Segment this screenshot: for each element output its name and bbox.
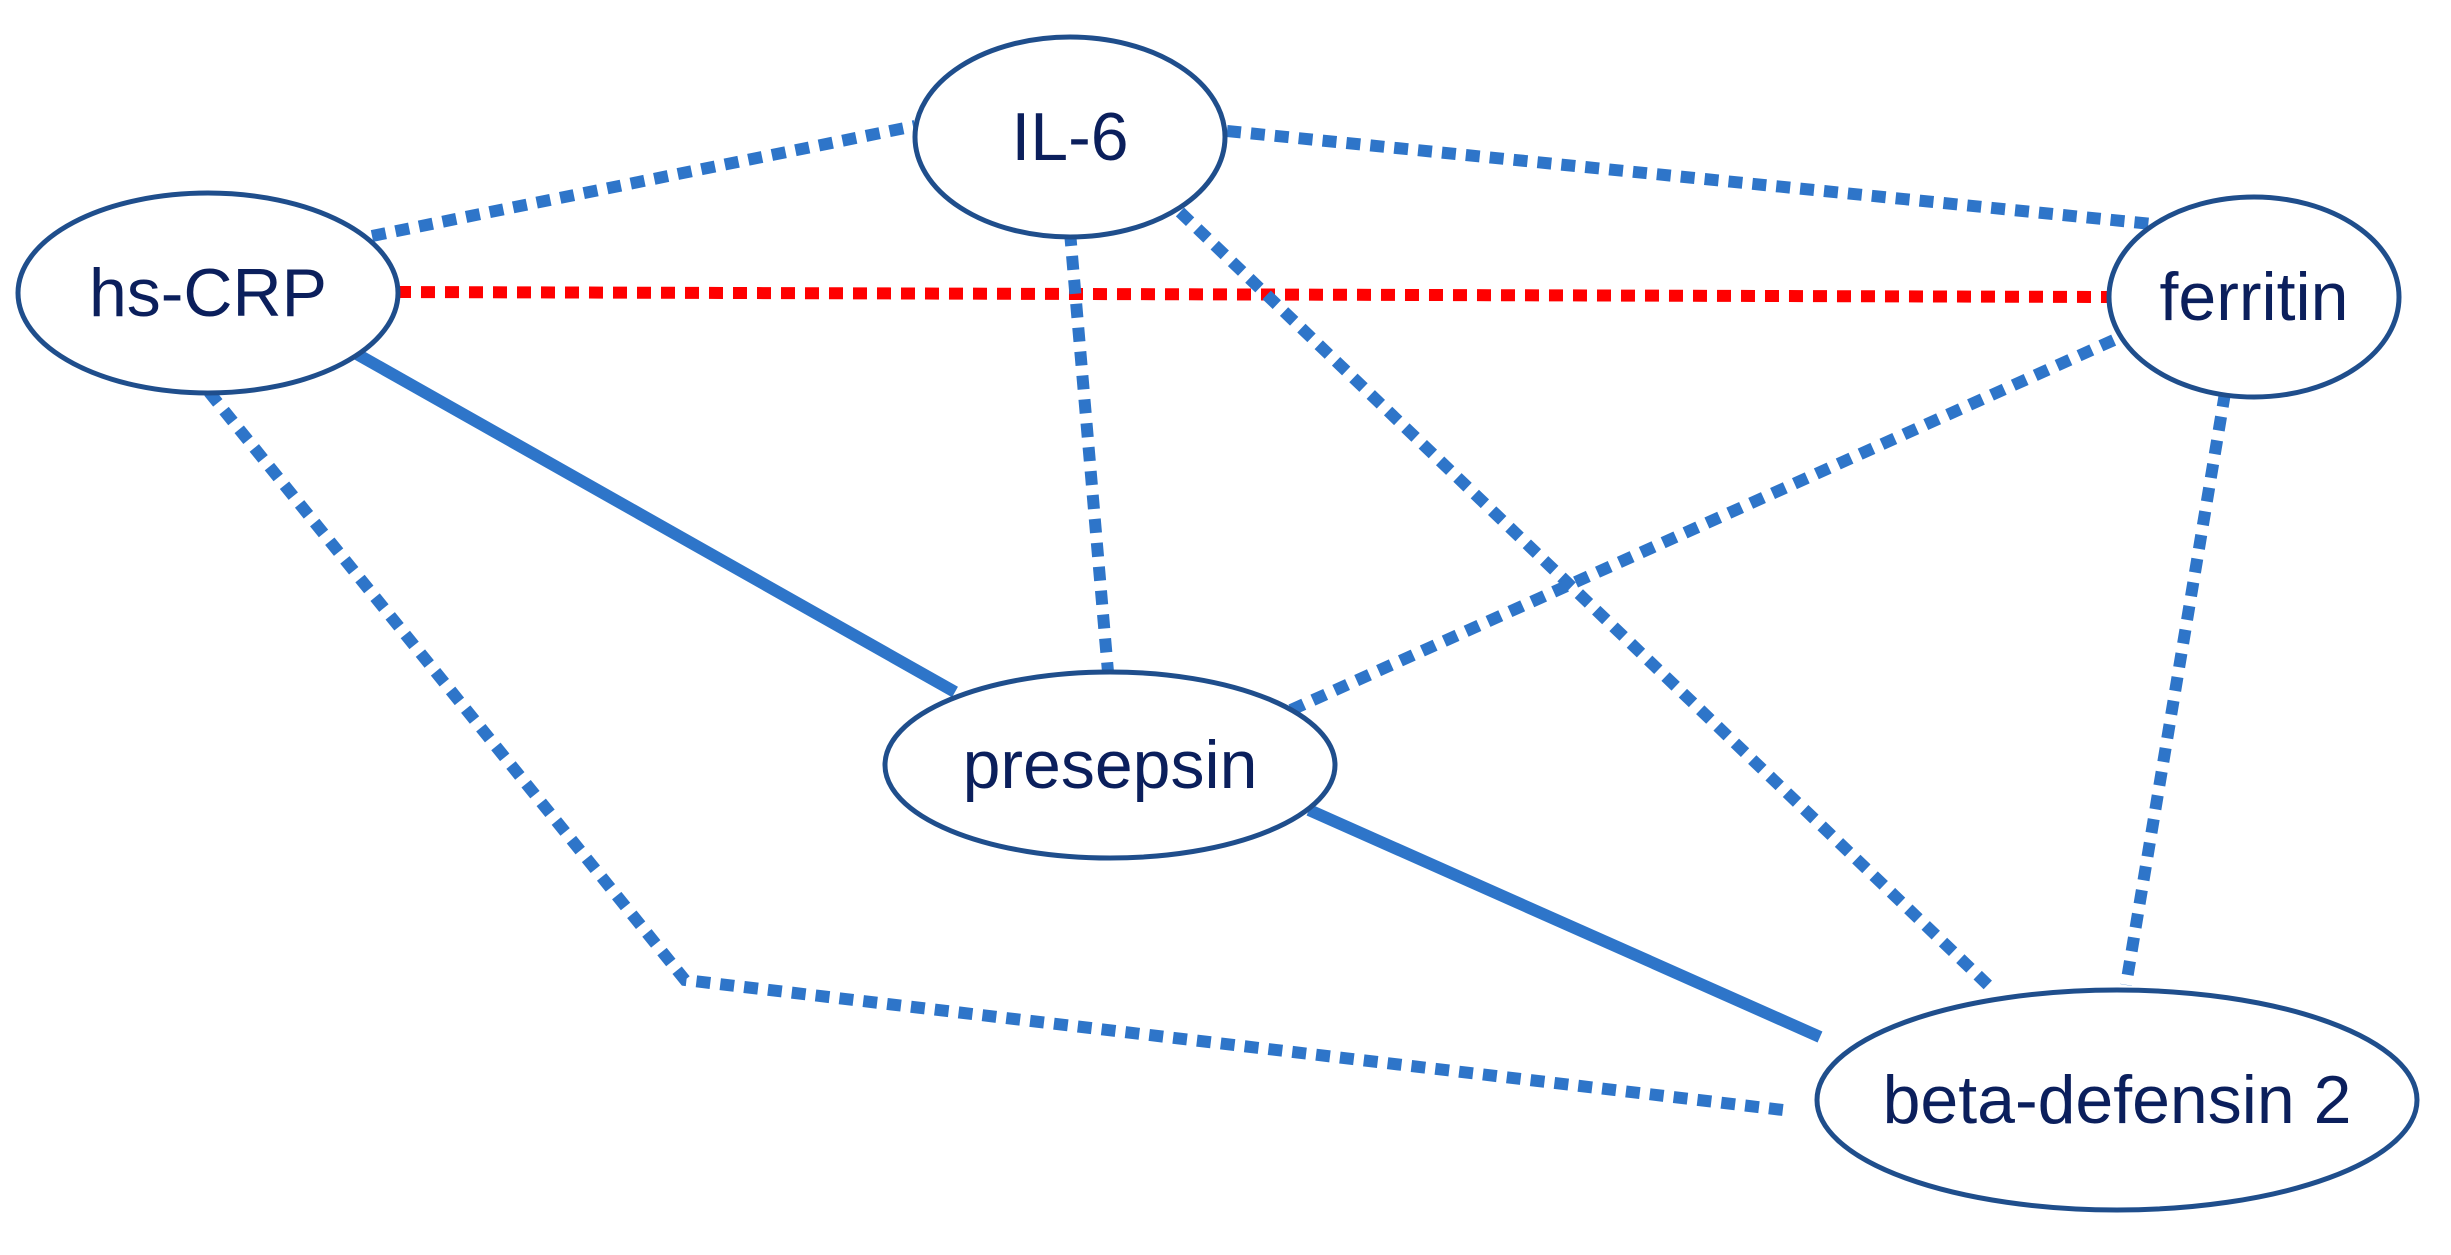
node-bd2-label: beta-defensin 2 [1883, 1062, 2352, 1138]
node-presepsin-ellipse [882, 669, 1338, 861]
edge-il6-ferritin [1226, 125, 2153, 230]
edge-presepsin-bd2 [1306, 804, 1823, 1043]
nodes-layer: IL-6 hs-CRP ferritin presepsin beta-defensin… [15, 34, 2420, 1213]
edge-hscrp-ferritin [396, 286, 2113, 303]
node-ferritin-ellipse [2106, 194, 2402, 400]
node-hscrp-label: hs-CRP [89, 255, 327, 331]
edge-hscrp-presepsin [352, 347, 958, 698]
node-bd2: beta-defensin 2 [1814, 987, 2420, 1213]
node-hscrp: hs-CRP [15, 190, 401, 396]
node-hscrp-ellipse [15, 190, 401, 396]
node-il6-ellipse [912, 34, 1228, 240]
node-presepsin-label: presepsin [963, 727, 1258, 803]
node-ferritin: ferritin [2106, 194, 2402, 400]
node-ferritin-label: ferritin [2160, 259, 2349, 335]
edges-layer [204, 120, 2231, 1116]
node-il6: IL-6 [912, 34, 1228, 240]
node-bd2-ellipse [1814, 987, 2420, 1213]
edge-hscrp-bd2 [204, 388, 1784, 1116]
node-il6-label: IL-6 [1011, 99, 1128, 175]
edge-presepsin-ferritin [1288, 329, 2128, 716]
edge-ferritin-bd2 [2120, 392, 2231, 986]
node-presepsin: presepsin [882, 669, 1338, 861]
edge-il6-presepsin [1064, 231, 1114, 673]
edge-il6-bd2 [1175, 207, 1995, 992]
edge-hscrp-il6 [370, 120, 917, 242]
